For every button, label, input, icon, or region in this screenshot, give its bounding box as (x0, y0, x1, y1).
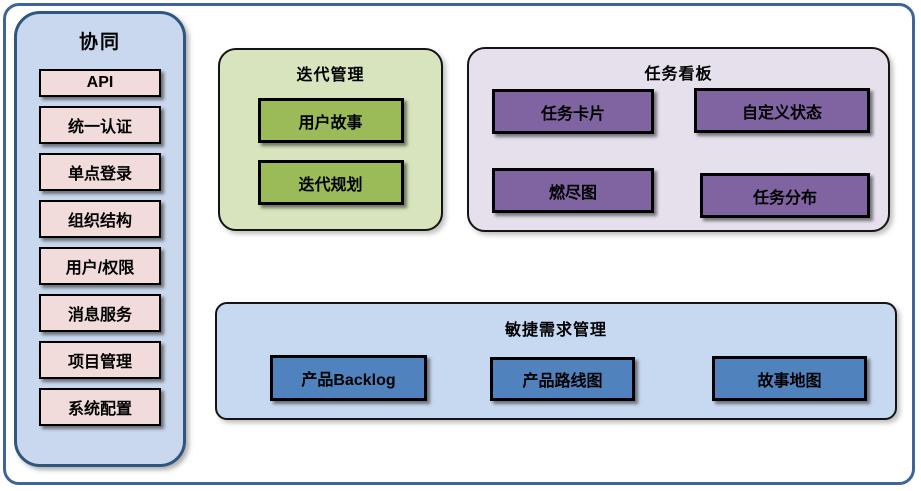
sidebar-item-user-permission: 用户/权限 (39, 247, 161, 285)
box-task-distribution: 任务分布 (700, 173, 870, 218)
iteration-panel-title: 迭代管理 (296, 67, 365, 84)
box-custom-status: 自定义状态 (694, 88, 870, 133)
sidebar-item-unified-auth: 统一认证 (39, 106, 161, 144)
sidebar-item-message-service: 消息服务 (39, 294, 161, 332)
task-kanban-panel: 任务看板 任务卡片 自定义状态 燃尽图 任务分布 (467, 47, 890, 232)
box-product-roadmap: 产品路线图 (490, 357, 635, 401)
sidebar-item-api: API (39, 69, 161, 97)
agile-requirement-panel: 敏捷需求管理 产品Backlog 产品路线图 故事地图 (215, 302, 897, 420)
box-task-card: 任务卡片 (492, 89, 654, 134)
sidebar-item-single-sign-on: 单点登录 (39, 153, 161, 191)
collaboration-sidebar-panel: 协同 API 统一认证 单点登录 组织结构 用户/权限 消息服务 项目管理 系统… (14, 11, 186, 467)
sidebar-item-project-mgmt: 项目管理 (39, 341, 161, 379)
sidebar-item-list: API 统一认证 单点登录 组织结构 用户/权限 消息服务 项目管理 系统配置 (17, 69, 183, 426)
box-product-backlog: 产品Backlog (270, 355, 427, 401)
agile-panel-title: 敏捷需求管理 (504, 322, 607, 339)
box-burndown-chart: 燃尽图 (492, 168, 654, 213)
box-iteration-planning: 迭代规划 (257, 160, 404, 205)
sidebar-item-system-config: 系统配置 (39, 388, 161, 426)
box-user-story: 用户故事 (257, 98, 404, 143)
sidebar-item-org-structure: 组织结构 (39, 200, 161, 238)
iteration-management-panel: 迭代管理 用户故事 迭代规划 (218, 48, 443, 231)
box-story-map: 故事地图 (712, 356, 867, 401)
sidebar-title: 协同 (78, 32, 121, 53)
kanban-panel-title: 任务看板 (644, 66, 713, 83)
